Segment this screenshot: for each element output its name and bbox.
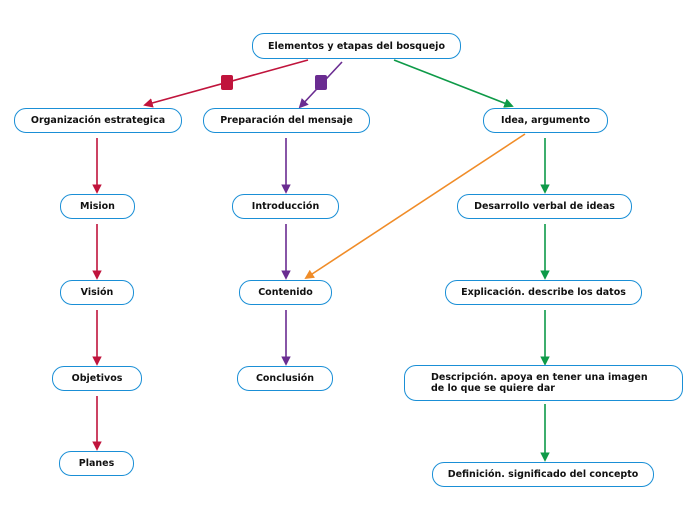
node-root[interactable]: Elementos y etapas del bosquejo bbox=[252, 33, 461, 59]
node-definicion[interactable]: Definición. significado del concepto bbox=[432, 462, 654, 487]
connector-handle-organizacion[interactable] bbox=[221, 75, 233, 90]
connector-handle-preparacion[interactable] bbox=[315, 75, 327, 90]
node-conclusion[interactable]: Conclusión bbox=[237, 366, 333, 391]
connector-root-idea bbox=[393, 59, 514, 108]
node-contenido[interactable]: Contenido bbox=[239, 280, 332, 305]
node-introduccion[interactable]: Introducción bbox=[232, 194, 339, 219]
node-desarrollo[interactable]: Desarrollo verbal de ideas bbox=[457, 194, 632, 219]
node-organizacion[interactable]: Organización estrategica bbox=[14, 108, 182, 133]
node-planes[interactable]: Planes bbox=[59, 451, 134, 476]
node-preparacion[interactable]: Preparación del mensaje bbox=[203, 108, 370, 133]
connector-idea-contenido bbox=[304, 133, 526, 280]
node-objetivos[interactable]: Objetivos bbox=[52, 366, 142, 391]
node-vision[interactable]: Visión bbox=[60, 280, 134, 305]
node-idea[interactable]: Idea, argumento bbox=[483, 108, 608, 133]
node-mision[interactable]: Mision bbox=[60, 194, 135, 219]
node-descripcion[interactable]: Descripción. apoya en tener una imagen d… bbox=[404, 365, 683, 401]
node-explicacion[interactable]: Explicación. describe los datos bbox=[445, 280, 642, 305]
